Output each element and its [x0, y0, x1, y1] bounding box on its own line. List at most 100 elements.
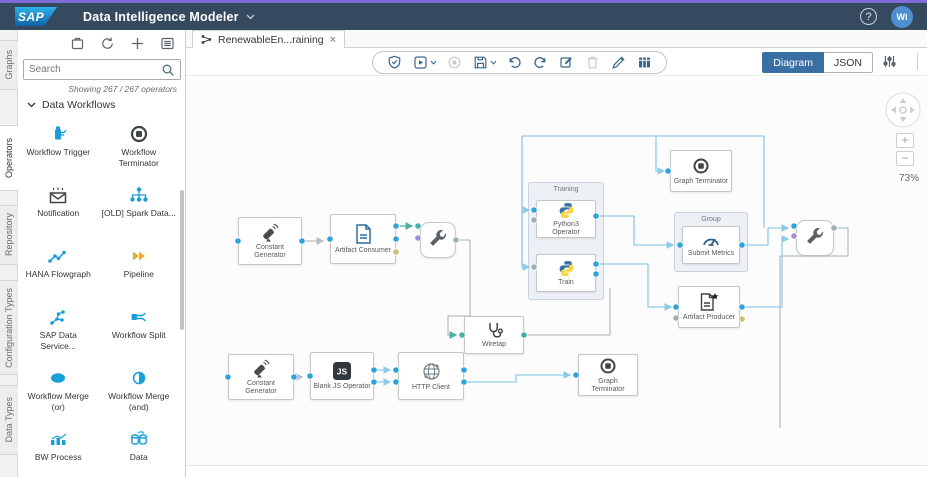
sidebar-tab-repository[interactable]: Repository — [0, 205, 18, 265]
node-blank-js-operator[interactable]: JS Blank JS Operator — [310, 352, 374, 400]
operator-label: Data — [129, 452, 148, 462]
node-artifact-producer[interactable]: Artifact Producer — [678, 286, 740, 328]
search-field[interactable] — [23, 59, 181, 80]
run-caret-icon[interactable] — [430, 60, 437, 65]
zoom-out-button[interactable]: − — [896, 151, 914, 166]
node-label: Submit Metrics — [687, 250, 735, 258]
node-label: Python3 Operator — [552, 220, 580, 236]
node-graph-terminator-1[interactable]: Graph Terminator — [670, 150, 732, 192]
operator-old-spark-data[interactable]: [OLD] Spark Data... — [99, 179, 180, 240]
search-input[interactable] — [29, 64, 161, 75]
add-icon[interactable] — [129, 35, 145, 51]
panel-scrollbar[interactable] — [180, 190, 184, 330]
redo-button[interactable] — [531, 53, 550, 72]
data-transfer-icon — [128, 427, 150, 451]
node-label: Wiretap — [481, 341, 507, 349]
edit-button[interactable] — [609, 53, 628, 72]
bw-process-icon — [47, 427, 69, 451]
operator-workflow-trigger[interactable]: Workflow Trigger — [18, 118, 99, 179]
operator-list: Workflow Trigger Workflow Terminator Not… — [18, 118, 179, 477]
node-label: Constant Generator — [254, 244, 286, 259]
pan-control[interactable] — [884, 91, 922, 134]
toolbar-separator — [917, 53, 918, 70]
diagram-view-button[interactable]: Diagram — [762, 52, 824, 73]
title-chevron-icon[interactable] — [246, 14, 255, 20]
operator-data-transfer[interactable]: Data — [99, 423, 180, 477]
python-icon — [559, 260, 573, 276]
operator-label: Workflow Merge (or) — [27, 391, 89, 413]
graph-tab[interactable]: RenewableEn...raining × — [192, 30, 346, 48]
operator-bw-process[interactable]: BW Process — [18, 423, 99, 477]
editor-toolbar: Diagram JSON — [186, 48, 927, 75]
save-caret-icon[interactable] — [490, 60, 497, 65]
node-python3-operator[interactable]: Python3 Operator — [536, 200, 596, 238]
stethoscope-icon — [488, 323, 503, 338]
operator-count: Showing 267 / 267 operators — [68, 84, 177, 94]
node-constant-generator-1[interactable]: Constant Generator — [238, 217, 302, 265]
export-icon[interactable] — [69, 35, 85, 51]
operator-sap-data-service[interactable]: SAP Data Service... — [18, 301, 99, 362]
node-submit-metrics[interactable]: Submit Metrics — [682, 226, 740, 264]
svg-text:JS: JS — [337, 367, 348, 377]
operator-workflow-merge-and[interactable]: Workflow Merge (and) — [99, 362, 180, 423]
edit-window-button[interactable] — [557, 53, 576, 72]
help-icon[interactable]: ? — [860, 8, 877, 25]
workflow-split-icon — [128, 305, 150, 329]
operator-label: [OLD] Spark Data... — [101, 208, 176, 218]
workflow-terminator-icon — [128, 122, 150, 146]
node-artifact-consumer[interactable]: Artifact Consumer — [330, 214, 396, 264]
undo-button[interactable] — [505, 53, 524, 72]
left-tab-strip: Graphs Operators Repository Configuratio… — [0, 30, 19, 477]
editor-area: RenewableEn...raining × — [186, 30, 927, 477]
sap-data-service-icon — [47, 305, 69, 329]
python-icon — [559, 202, 573, 218]
graph-canvas[interactable]: Training Group Constant Generator Artifa… — [186, 75, 927, 466]
json-view-button[interactable]: JSON — [823, 52, 873, 73]
configuration-button[interactable] — [635, 53, 654, 72]
list-view-icon[interactable] — [159, 35, 175, 51]
node-http-client[interactable]: HTTP Client — [398, 352, 464, 400]
operator-label: Notification — [37, 208, 80, 218]
operator-workflow-merge-or[interactable]: Workflow Merge (or) — [18, 362, 99, 423]
node-label: Constant Generator — [245, 380, 277, 395]
operator-label: Workflow Terminator — [118, 147, 159, 169]
sidebar-tab-data-types[interactable]: Data Types — [0, 385, 18, 455]
operator-notification[interactable]: Notification — [18, 179, 99, 240]
refresh-icon[interactable] — [99, 35, 115, 51]
accent-strip — [0, 0, 927, 3]
pan-right-icon — [910, 106, 915, 114]
node-wiretap[interactable]: Wiretap — [464, 316, 524, 354]
settings-sliders-icon[interactable] — [882, 54, 897, 74]
chevron-down-icon — [27, 102, 36, 108]
globe-icon — [422, 363, 440, 380]
save-button[interactable] — [471, 53, 498, 72]
operator-workflow-terminator[interactable]: Workflow Terminator — [99, 118, 180, 179]
sap-logo: SAP — [15, 7, 57, 26]
validate-button[interactable] — [385, 53, 404, 72]
node-train[interactable]: Train — [536, 254, 596, 292]
sidebar-tab-operators[interactable]: Operators — [0, 125, 19, 191]
zoom-in-button[interactable]: + — [896, 133, 914, 148]
node-label: Blank JS Operator — [313, 383, 371, 391]
close-tab-icon[interactable]: × — [329, 33, 337, 46]
terminator-icon — [600, 358, 616, 374]
run-button[interactable] — [411, 53, 438, 72]
node-tool-1[interactable] — [420, 222, 456, 258]
operator-pipeline[interactable]: Pipeline — [99, 240, 180, 301]
sidebar-tab-configuration-types[interactable]: Configuration Types — [0, 280, 18, 375]
stop-button — [445, 53, 464, 72]
search-icon[interactable] — [161, 63, 175, 77]
node-constant-generator-2[interactable]: Constant Generator — [228, 354, 294, 400]
node-graph-terminator-2[interactable]: Graph Terminator — [578, 354, 638, 396]
pan-up-icon — [899, 98, 907, 103]
operator-hana-flowgraph[interactable]: HANA Flowgraph — [18, 240, 99, 301]
document-icon — [356, 224, 371, 244]
sidebar-tab-graphs[interactable]: Graphs — [0, 40, 18, 90]
group-label: Group — [701, 216, 721, 223]
node-tool-2[interactable] — [796, 220, 834, 256]
operator-workflow-split[interactable]: Workflow Split — [99, 301, 180, 362]
workflow-trigger-icon — [47, 122, 69, 146]
user-avatar[interactable]: Wi — [891, 5, 913, 28]
document-star-icon — [700, 293, 719, 311]
section-data-workflows[interactable]: Data Workflows — [27, 99, 115, 111]
